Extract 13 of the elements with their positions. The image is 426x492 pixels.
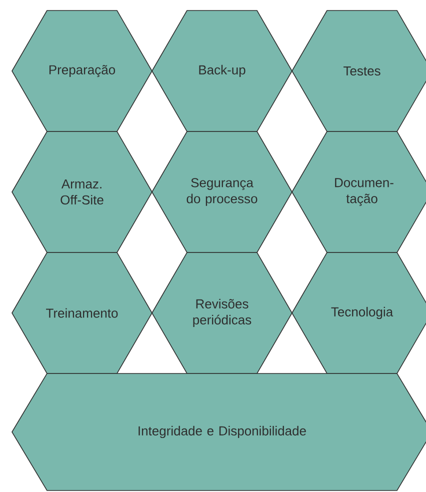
hexagon: Integridade e Disponibilidade (12, 373, 426, 491)
hexagon: Documen- tação (292, 131, 426, 253)
node-label: Tecnologia (331, 306, 394, 320)
hexagon: Treinamento (12, 252, 152, 374)
hexagon: Revisões periódicas (152, 252, 292, 374)
node-label: Documen- tação (335, 178, 394, 206)
hexagon: Tecnologia (292, 252, 426, 374)
hexagon: Preparação (12, 10, 152, 132)
hexagon: Back-up (152, 10, 292, 132)
hexagon: Testes (292, 10, 426, 132)
hexagon: Armaz. Off-Site (12, 131, 152, 253)
node-label: Testes (344, 66, 380, 76)
hexagon: Segurança do processo (152, 131, 292, 253)
